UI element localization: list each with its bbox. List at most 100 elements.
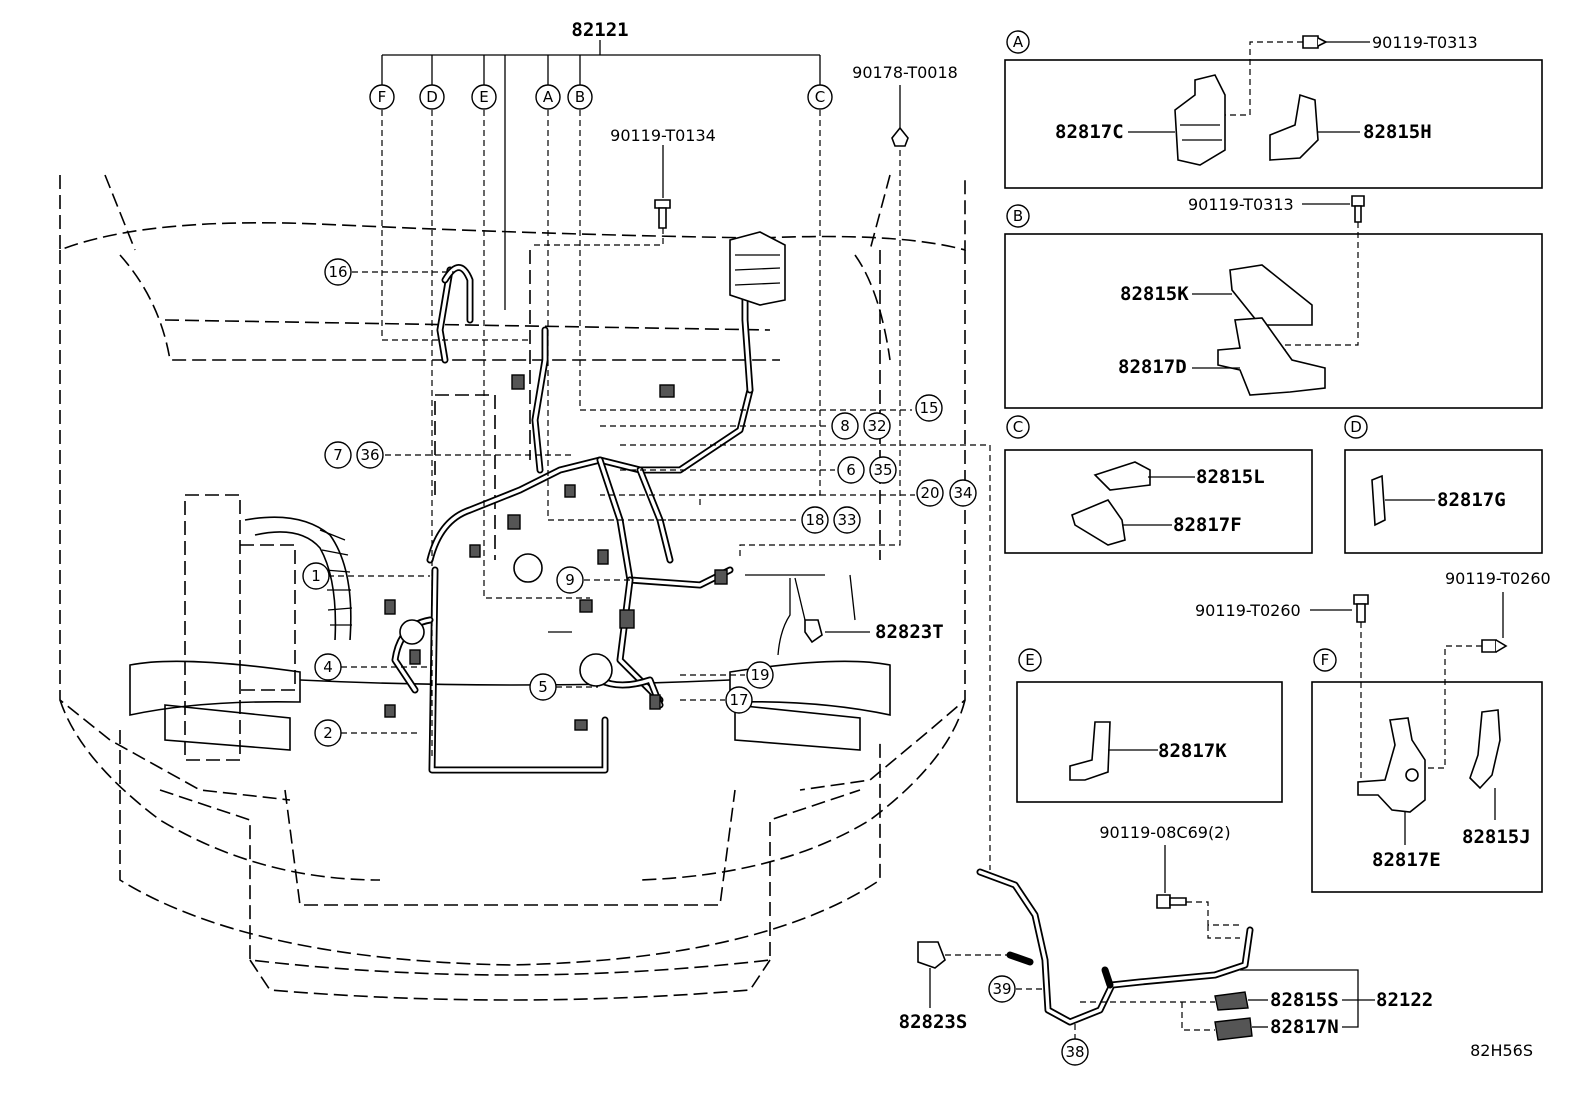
callout-20-text: 20 [920, 484, 939, 502]
callout-17-text: 17 [729, 691, 748, 709]
branch-letter-4-text: B [575, 88, 585, 106]
callout-20: 20 [916, 479, 944, 507]
detail-F-bolt-2-label: 90119-T0260 [1445, 569, 1551, 588]
detail-B: B [1004, 195, 1543, 409]
callout-35: 35 [869, 456, 897, 484]
branch-letter-5: C [807, 84, 833, 110]
branch-letter-3-text: A [543, 88, 554, 106]
detail-E: E [1016, 648, 1283, 803]
detail-E-letter: E [1025, 651, 1034, 669]
detail-B-letter: B [1013, 207, 1023, 225]
callout-19-text: 19 [750, 666, 769, 684]
branch-letter-2-text: E [479, 88, 488, 106]
callout-32: 32 [863, 412, 891, 440]
callout-19: 19 [746, 661, 774, 689]
branch-letter-0: F [369, 84, 395, 110]
detail-B-part-1: 82815K [1120, 283, 1189, 305]
detail-B-bolt-label: 90119-T0313 [1188, 195, 1294, 214]
detail-C-part-1: 82815L [1196, 466, 1265, 488]
detail-A-bolt-label: 90119-T0313 [1372, 33, 1478, 52]
sub-harness-part-2: 82817N [1270, 1016, 1339, 1038]
callout-39-text: 39 [992, 980, 1011, 998]
callout-36-text: 36 [360, 446, 379, 464]
diagram-code: 82H56S [1470, 1041, 1533, 1060]
detail-A: A [1004, 30, 1543, 189]
sub-harness-clamp-label: 82823S [899, 1011, 968, 1033]
callout-15: 15 [915, 394, 943, 422]
branch-letter-0-text: F [378, 88, 387, 106]
callout-1: 1 [302, 562, 330, 590]
detail-A-letter: A [1013, 33, 1024, 51]
callout-34: 34 [949, 479, 977, 507]
callout-7-text: 7 [333, 446, 343, 464]
clamp-82823T-label: 82823T [875, 621, 944, 643]
detail-F-bolt-1-label: 90119-T0260 [1195, 601, 1301, 620]
sub-harness-bolt-label: 90119-08C69(2) [1099, 823, 1230, 842]
detail-E-part-1: 82817K [1158, 740, 1227, 762]
sub-harness-part-number: 82122 [1376, 989, 1433, 1011]
detail-A-part-1: 82817C [1055, 121, 1124, 143]
detail-B-part-2: 82817D [1118, 356, 1187, 378]
callout-8: 8 [831, 412, 859, 440]
callout-32-text: 32 [867, 417, 886, 435]
detail-A-part-2: 82815H [1363, 121, 1432, 143]
detail-F: F [1310, 592, 1543, 893]
branch-letter-2: E [471, 84, 497, 110]
main-harness-part-number: 82121 [571, 19, 628, 41]
callout-4-text: 4 [323, 658, 333, 676]
bolt-upper-left-label: 90119-T0134 [610, 126, 716, 145]
bolt-top-center-label: 90178-T0018 [852, 63, 958, 82]
callout-34-text: 34 [953, 484, 972, 502]
detail-C-letter: C [1013, 418, 1023, 436]
branch-letter-1: D [419, 84, 445, 110]
callout-18-text: 18 [805, 511, 824, 529]
detail-D-part-1: 82817G [1437, 489, 1506, 511]
callout-16: 16 [324, 258, 352, 286]
detail-F-part-1: 82817E [1372, 849, 1441, 871]
callout-5: 5 [529, 673, 557, 701]
callout-5-text: 5 [538, 678, 548, 696]
callout-6: 6 [837, 456, 865, 484]
detail-C: C [1004, 415, 1313, 554]
callout-9: 9 [556, 566, 584, 594]
callout-16-text: 16 [328, 263, 347, 281]
branch-letter-1-text: D [426, 88, 438, 106]
callout-2-text: 2 [323, 724, 333, 742]
branch-letter-4: B [567, 84, 593, 110]
callout-33-text: 33 [837, 511, 856, 529]
callout-1-text: 1 [311, 567, 321, 585]
callout-6-text: 6 [846, 461, 856, 479]
callout-2: 2 [314, 719, 342, 747]
callout-group-sub: 39 38 [988, 975, 1089, 1066]
callout-leaders [328, 271, 991, 870]
callout-18: 18 [801, 506, 829, 534]
branch-letter-3: A [535, 84, 561, 110]
intake-hose [244, 516, 353, 641]
callout-7: 7 [324, 441, 352, 469]
bolt-90119-T0134 [530, 145, 671, 246]
callout-38-text: 38 [1065, 1043, 1084, 1061]
detail-D-letter: D [1350, 418, 1362, 436]
callout-8-text: 8 [840, 417, 850, 435]
main-harness-leader [381, 40, 901, 760]
main-wire-harness [384, 231, 856, 774]
engine-bay-outline [59, 174, 966, 1001]
callout-39: 39 [988, 975, 1016, 1003]
branch-letter-5-text: C [815, 88, 825, 106]
detail-C-part-2: 82817F [1173, 514, 1242, 536]
callout-9-text: 9 [565, 571, 575, 589]
callout-35-text: 35 [873, 461, 892, 479]
callout-15-text: 15 [919, 399, 938, 417]
bolt-90178-T0018 [891, 85, 909, 147]
front-bumper-outline [129, 660, 891, 751]
detail-F-letter: F [1321, 651, 1330, 669]
detail-D: D [1344, 415, 1543, 554]
sub-harness-part-1: 82815S [1270, 989, 1339, 1011]
detail-F-part-2: 82815J [1462, 826, 1531, 848]
callout-4: 4 [314, 653, 342, 681]
sub-wire-harness [917, 845, 1375, 1041]
callout-36: 36 [356, 441, 384, 469]
